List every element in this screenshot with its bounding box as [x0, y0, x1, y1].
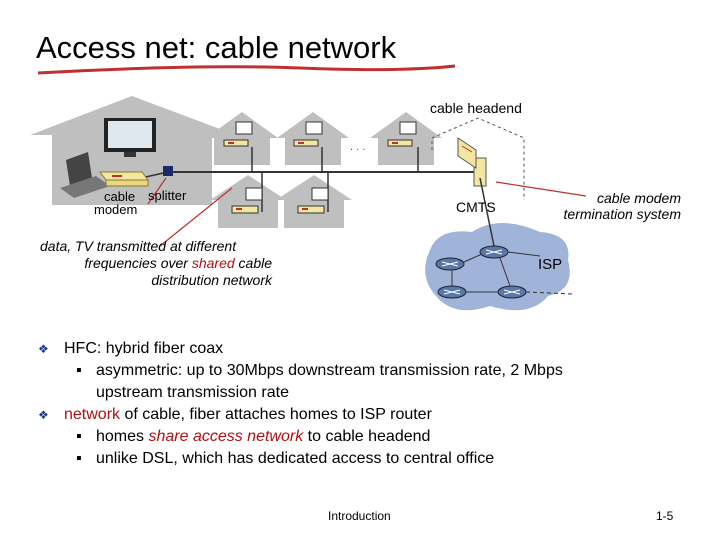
cmts-icon: [457, 137, 487, 187]
pointer-cmts: [495, 181, 587, 197]
cable-modem-label: cable modem: [94, 189, 138, 217]
router-icon-2: [435, 257, 465, 271]
computer-icon-2: [293, 121, 323, 147]
house-small-3: [370, 112, 442, 165]
sub-bullet-glyph: ▪: [76, 362, 82, 379]
splitter-label: splitter: [148, 188, 187, 203]
page-title: Access net: cable network: [36, 30, 397, 65]
sub-bullet-unlike-dsl: ▪ unlike DSL, which has dedicated access…: [38, 448, 678, 470]
sub-bullet-glyph: ▪: [76, 450, 82, 467]
data-tv-description: data, TV transmitted at different freque…: [40, 238, 272, 288]
computer-icon-4: [231, 187, 263, 214]
computer-icon-3: [387, 121, 417, 147]
tv-icon: [104, 118, 156, 157]
laptop-icon: [60, 152, 110, 198]
pointer-splitter: [147, 177, 167, 205]
bullet-network: ❖ network of cable, fiber attaches homes…: [38, 404, 678, 426]
house-small-1: [206, 112, 278, 165]
bullet-hfc: ❖ HFC: hybrid fiber coax: [38, 338, 678, 360]
computer-icon-5: [297, 187, 329, 214]
footer-section: Introduction: [328, 509, 391, 523]
house-small-2: [277, 112, 349, 165]
cmts-description: cable modem termination system: [563, 190, 681, 222]
bullet-glyph: ❖: [38, 408, 49, 422]
cable-modem-icon: [99, 171, 149, 187]
ellipsis-label: . . .: [350, 141, 366, 153]
bullet-list: ❖ HFC: hybrid fiber coax ▪ asymmetric: u…: [38, 338, 678, 470]
sub-bullet-asymmetric: ▪ asymmetric: up to 30Mbps downstream tr…: [76, 362, 563, 401]
cable-headend-label: cable headend: [430, 100, 522, 116]
cmts-label: CMTS: [456, 199, 496, 215]
bullet-glyph: ❖: [38, 342, 49, 356]
router-icon-1: [479, 245, 509, 259]
router-icon-3: [437, 285, 467, 299]
footer-page-number: 1-5: [656, 509, 674, 523]
splitter-icon: [163, 166, 173, 176]
pointer-distribution: [159, 187, 233, 247]
router-icon-4: [497, 285, 527, 299]
house-small-5: [276, 175, 352, 228]
computer-icon-1: [223, 121, 253, 147]
headend-outline: [431, 117, 525, 200]
sub-bullet-homes-share: ▪ homes share access network to cable he…: [38, 426, 678, 448]
sub-bullet-glyph: ▪: [76, 428, 82, 445]
title-underline: [37, 64, 456, 75]
isp-label: ISP: [538, 256, 563, 273]
house-small-4: [210, 175, 286, 228]
